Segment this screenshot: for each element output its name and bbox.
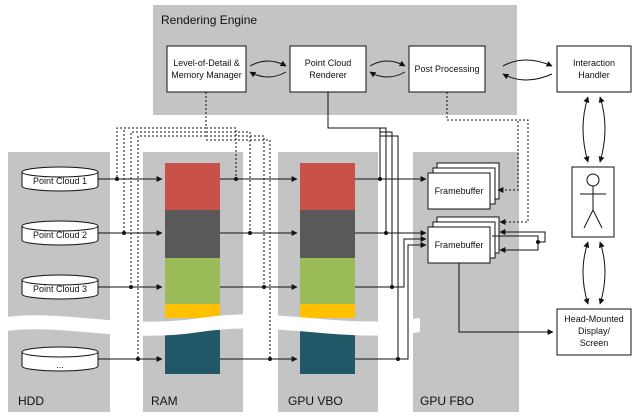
ram-block-yellow — [165, 304, 220, 318]
vbo-block-dark — [300, 210, 355, 258]
ram-block-red — [165, 163, 220, 210]
user-hmd-arrow-left — [582, 241, 590, 305]
interaction-user-arrow-left — [582, 96, 590, 163]
point-cloud-3-label: Point Cloud 3 — [33, 284, 87, 294]
post-processing-label: Post Processing — [414, 64, 479, 74]
lod-control-lines — [116, 92, 271, 359]
vbo-block-teal — [300, 330, 355, 374]
ram-block-green — [165, 258, 220, 304]
point-cloud-2-label: Point Cloud 2 — [33, 230, 87, 240]
post-interaction-arrow-top — [502, 59, 553, 67]
framebuffer-stack-1: Framebuffer — [427, 162, 500, 210]
lod-renderer-arrow-bottom — [249, 71, 287, 78]
hmd-box: Head-Mounted Display/ Screen — [556, 308, 632, 356]
renderer-label-1: Point Cloud — [305, 58, 352, 68]
vbo-to-fbo-arrows — [355, 176, 427, 360]
user-figure-icon — [571, 166, 615, 238]
break-band — [0, 314, 420, 336]
framebuffer-stack-2: Framebuffer — [427, 216, 500, 264]
ram-block-teal — [165, 330, 220, 374]
fbo-to-hmd-arrow — [458, 263, 554, 335]
post-processing-solid-lines — [492, 229, 546, 253]
lod-manager-label-2: Memory Manager — [171, 70, 242, 80]
point-cloud-1-label: Point Cloud 1 — [33, 176, 87, 186]
interaction-user-arrow-right — [598, 96, 606, 163]
renderer-post-arrow-top — [369, 60, 406, 67]
renderer-post-arrow-bottom — [369, 71, 406, 78]
framebuffer-1-label: Framebuffer — [435, 186, 484, 196]
interaction-handler-box: Interaction Handler — [556, 45, 632, 93]
interaction-label-2: Handler — [578, 70, 610, 80]
vbo-block-green — [300, 258, 355, 304]
lod-manager-label-1: Level-of-Detail & — [173, 58, 240, 68]
hmd-label-3: Screen — [580, 338, 609, 348]
rendering-engine-title: Rendering Engine — [161, 13, 257, 27]
post-processing-lines — [446, 92, 529, 225]
post-processing-box: Post Processing — [408, 45, 486, 93]
point-cloud-more-label: ... — [56, 360, 64, 370]
point-cloud-1-cylinder: Point Cloud 1 — [21, 166, 99, 192]
renderer-lines — [327, 92, 399, 359]
hmd-label-1: Head-Mounted — [564, 314, 624, 324]
ram-block-dark — [165, 210, 220, 258]
interaction-label-1: Interaction — [573, 58, 615, 68]
framebuffer-2-label: Framebuffer — [435, 240, 484, 250]
post-interaction-arrow-bottom — [502, 73, 553, 81]
fbo-title: GPU FBO — [420, 394, 474, 408]
point-cloud-2-cylinder: Point Cloud 2 — [21, 220, 99, 246]
hmd-label-2: Display/ — [578, 326, 611, 336]
hdd-title: HDD — [18, 394, 44, 408]
lod-manager-box: Level-of-Detail & Memory Manager — [166, 45, 247, 93]
vbo-title: GPU VBO — [288, 394, 343, 408]
point-cloud-renderer-box: Point Cloud Renderer — [289, 45, 367, 93]
user-hmd-arrow-right — [598, 241, 606, 305]
ram-to-vbo-arrows — [220, 176, 298, 362]
vbo-block-yellow — [300, 304, 355, 318]
point-cloud-more-cylinder: ... — [21, 346, 99, 372]
ram-title: RAM — [151, 394, 178, 408]
vbo-block-red — [300, 163, 355, 210]
lod-renderer-arrow-top — [249, 60, 287, 67]
point-cloud-3-cylinder: Point Cloud 3 — [21, 274, 99, 300]
renderer-label-2: Renderer — [309, 70, 347, 80]
